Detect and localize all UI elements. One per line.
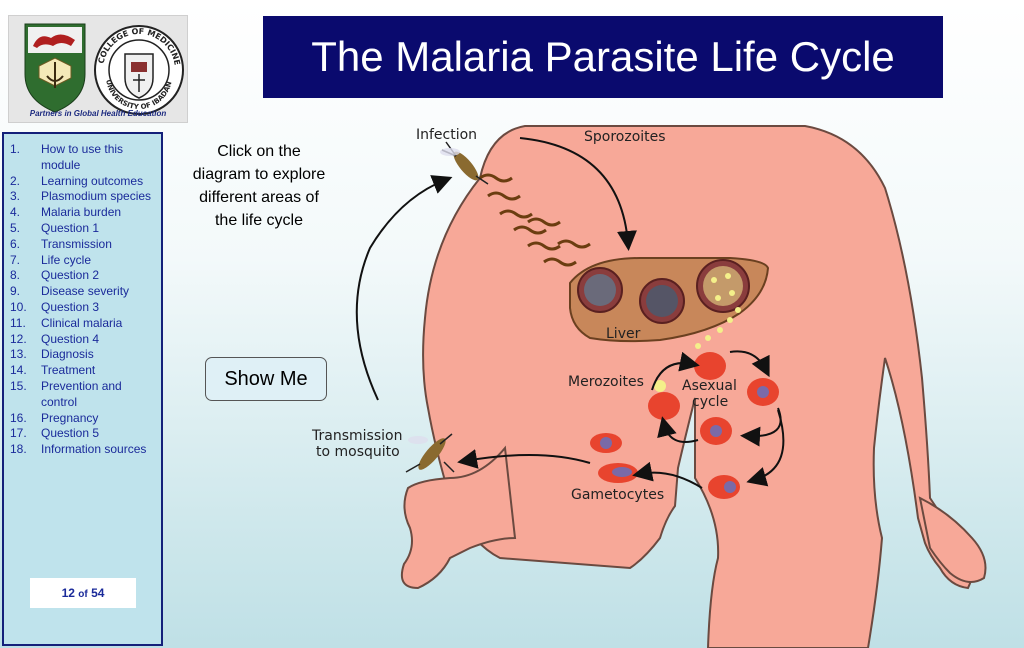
label-sporozoites: Sporozoites	[584, 129, 666, 145]
page-total: 54	[91, 586, 105, 600]
sidebar-item-number: 12.	[10, 331, 27, 346]
sidebar-item-number: 15.	[10, 378, 27, 393]
label-gametocytes: Gametocytes	[571, 487, 664, 503]
sidebar-item-label: Question 5	[41, 426, 100, 441]
sidebar-item-label: Question 2	[41, 268, 100, 283]
sidebar-item[interactable]: 4. Malaria burden	[4, 205, 161, 221]
college-seal-icon: COLLEGE OF MEDICINE UNIVERSITY OF IBADAN	[94, 25, 184, 115]
sidebar-item-label: Treatment	[41, 363, 96, 378]
life-cycle-diagram[interactable]: Infection Sporozoites Liver Merozoites A…	[300, 118, 1000, 648]
sidebar-item-number: 2.	[10, 173, 21, 188]
label-to-mosquito: to mosquito	[316, 444, 400, 460]
label-infection: Infection	[416, 127, 477, 143]
sidebar-item-label: Question 1	[41, 220, 100, 235]
label-asexual: Asexual	[682, 378, 737, 394]
sidebar-item-label: Disease severity	[41, 284, 130, 299]
left-arm	[400, 445, 517, 590]
label-cycle: cycle	[692, 394, 728, 410]
show-me-button[interactable]: Show Me	[205, 357, 327, 401]
sporozoite-worms	[479, 173, 591, 267]
page-of: of	[78, 589, 88, 600]
sidebar-item[interactable]: 7. Life cycle	[4, 253, 161, 269]
sidebar-item[interactable]: 10. Question 3	[4, 300, 161, 316]
sidebar-item[interactable]: 17. Question 5	[4, 426, 161, 442]
sidebar-item-number: 4.	[10, 205, 21, 220]
sidebar-item-label: Plasmodium species	[41, 189, 152, 204]
sidebar-item[interactable]: 16. Pregnancy	[4, 411, 161, 427]
sidebar-item[interactable]: 1. How to use this module	[4, 142, 161, 174]
label-transmission: Transmission	[311, 428, 402, 444]
sidebar-item-label: How to use this module	[41, 142, 124, 172]
sidebar-item-label: Question 4	[41, 331, 100, 346]
sidebar-item-number: 7.	[10, 252, 21, 267]
sidebar-item-number: 3.	[10, 189, 21, 204]
page-current: 12	[61, 586, 75, 600]
sidebar-menu: 1. How to use this module 2. Learning outco…	[4, 134, 161, 458]
sidebar-item-number: 11.	[10, 315, 26, 330]
institution-logos: COLLEGE OF MEDICINE UNIVERSITY OF IBADAN	[24, 23, 184, 115]
sidebar-item-number: 16.	[10, 410, 27, 425]
label-liver: Liver	[606, 326, 641, 342]
sidebar-item-number: 6.	[10, 236, 21, 251]
sidebar-item-label: Clinical malaria	[41, 315, 123, 330]
sidebar-item-label: Diagnosis	[41, 347, 94, 362]
sidebar-item[interactable]: 12. Question 4	[4, 332, 161, 348]
sidebar-item-number: 13.	[10, 347, 27, 362]
page-title-banner: The Malaria Parasite Life Cycle	[263, 16, 943, 98]
sidebar-item-number: 14.	[10, 363, 27, 378]
infected-liver-cells	[577, 259, 750, 324]
page-counter: 12 of 54	[30, 578, 136, 608]
red-blood-cells	[590, 352, 779, 499]
sidebar-item[interactable]: 2. Learning outcomes	[4, 174, 161, 190]
sidebar-item[interactable]: 18. Information sources	[4, 442, 161, 458]
sidebar-item-label: Malaria burden	[41, 205, 122, 220]
sidebar-item-label: Information sources	[41, 442, 147, 457]
sidebar-item-label: Transmission	[41, 236, 112, 251]
logo-panel: COLLEGE OF MEDICINE UNIVERSITY OF IBADAN…	[8, 15, 188, 123]
sidebar-item-number: 1.	[10, 142, 21, 156]
sidebar-item-number: 9.	[10, 284, 21, 299]
sidebar-item[interactable]: 14. Treatment	[4, 363, 161, 379]
sidebar-item-label: Question 3	[41, 299, 100, 314]
sidebar-item-number: 8.	[10, 268, 21, 283]
sidebar-item[interactable]: 6. Transmission	[4, 237, 161, 253]
sidebar-item-label: Learning outcomes	[41, 173, 144, 188]
sidebar-item[interactable]: 9. Disease severity	[4, 284, 161, 300]
sidebar-nav: 1. How to use this module 2. Learning outco…	[2, 132, 163, 646]
mosquito-infection-icon	[440, 141, 489, 185]
shield-crest-icon	[24, 23, 86, 113]
sidebar-item[interactable]: 15. Prevention and control	[4, 379, 161, 411]
logo-tagline: Partners in Global Health Education	[29, 109, 167, 118]
sidebar-item-label: Pregnancy	[41, 410, 99, 425]
sidebar-item-number: 17.	[10, 426, 27, 441]
sidebar-item[interactable]: 8. Question 2	[4, 268, 161, 284]
sidebar-item-number: 10.	[10, 299, 27, 314]
sidebar-item[interactable]: 5. Question 1	[4, 221, 161, 237]
sidebar-item[interactable]: 13. Diagnosis	[4, 347, 161, 363]
mosquito-transmission-icon	[405, 433, 455, 473]
sidebar-item-number: 5.	[10, 220, 21, 235]
sidebar-item-label: Prevention and control	[41, 378, 122, 409]
sidebar-item-number: 18.	[10, 442, 27, 457]
cycle-arrows	[355, 137, 785, 489]
instructions-text: Click on the diagram to explore differen…	[192, 143, 326, 229]
page-title: The Malaria Parasite Life Cycle	[311, 33, 895, 80]
sidebar-item[interactable]: 11. Clinical malaria	[4, 316, 161, 332]
merozoite-dots	[695, 307, 741, 349]
sidebar-item-label: Life cycle	[41, 252, 92, 267]
sidebar-item[interactable]: 3. Plasmodium species	[4, 189, 161, 205]
right-hand	[918, 496, 987, 583]
label-merozoites: Merozoites	[568, 374, 644, 390]
